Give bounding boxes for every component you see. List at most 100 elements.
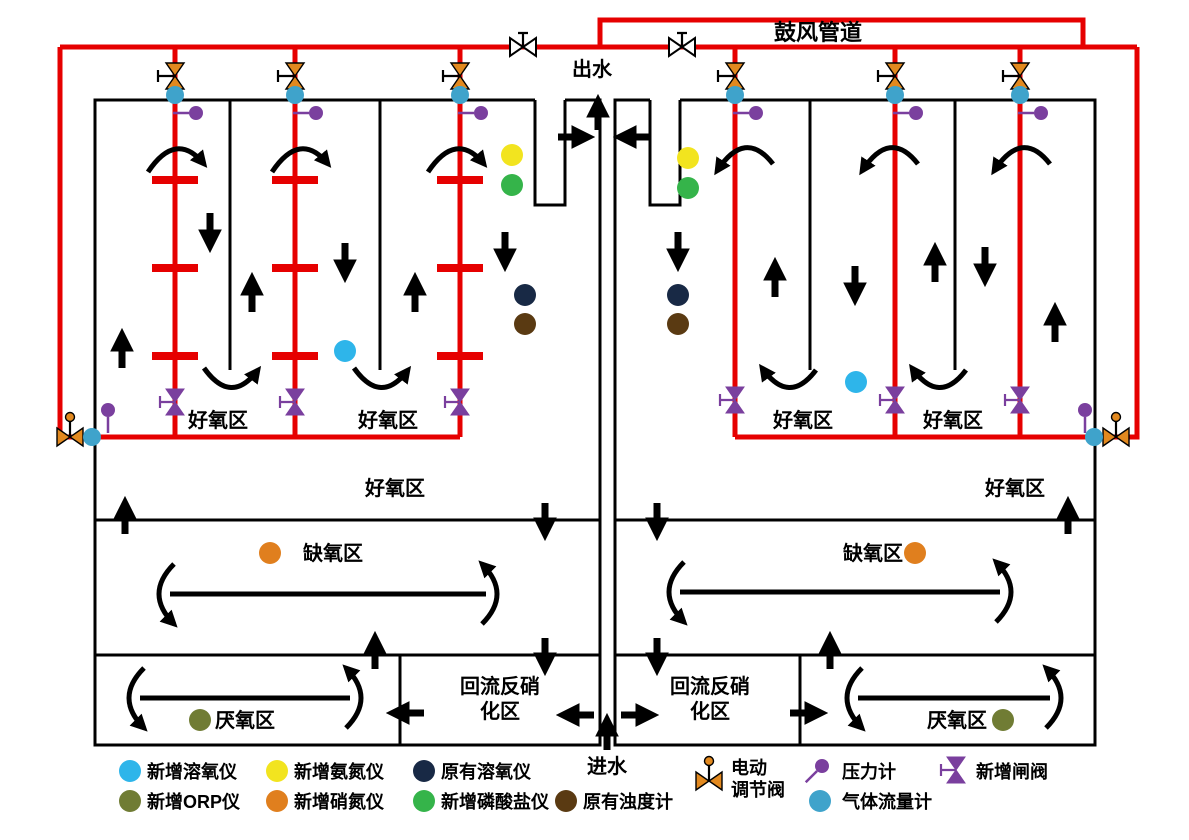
- legend-label-motor-valve-l2: 调节阀: [731, 779, 785, 800]
- sensor-nh3-new-icon: [266, 760, 288, 782]
- left-drop-pipes: [172, 47, 463, 437]
- pressure-gauge-icon: [1076, 401, 1094, 435]
- circulation-arrow: [909, 363, 968, 390]
- inlet-label: 进水: [587, 755, 628, 778]
- mixing-loop-arc: [992, 558, 1014, 624]
- sensor-po4-new-icon: [501, 174, 523, 196]
- circulation-arrow: [269, 146, 332, 174]
- sensor-do-new-icon: [845, 371, 867, 393]
- zone-label-aerobic-left-3: 好氧区: [364, 476, 425, 500]
- zone-label-anaerobic-left: 厌氧区: [215, 708, 275, 732]
- legend-label-nh3-new: 新增氨氮仪: [294, 761, 385, 782]
- sensor-turbidity-old-icon: [667, 313, 689, 335]
- motor-valve-icon: [1001, 61, 1031, 91]
- left-zone-lines: [95, 518, 600, 745]
- circulation-arrow: [859, 145, 920, 176]
- zone-label-aerobic-right-1: 好氧区: [772, 408, 833, 432]
- legend-label-pressure: 压力计: [842, 761, 896, 782]
- left-baffles: [228, 100, 382, 370]
- circulation-arrow: [991, 145, 1052, 176]
- gas-flowmeter-icon: [809, 790, 831, 812]
- diagram-labels: 鼓风管道 出水 进水 好氧区 好氧区 好氧区 好氧区 好氧区 好氧区 缺氧区 缺…: [147, 20, 1048, 812]
- motor-valve-icon: [716, 61, 746, 91]
- motor-valve-icon: [876, 61, 906, 91]
- gate-valve-icon: [878, 385, 906, 415]
- zone-label-reflux-right-l1: 回流反硝: [670, 674, 750, 698]
- gas-flowmeter-icon: [83, 428, 101, 446]
- sensor-do-old-icon: [514, 284, 536, 306]
- sensor-no3-new-icon: [266, 790, 288, 812]
- mixing-loop-arc: [1042, 664, 1064, 730]
- circulation-arrow: [425, 146, 488, 174]
- outlet-label: 出水: [572, 58, 613, 81]
- gate-valve-icon: [443, 387, 471, 417]
- sensor-do-old-icon: [667, 284, 689, 306]
- sensor-no3-new-icon: [259, 542, 281, 564]
- gate-valve-icon: [158, 387, 186, 417]
- sensor-orp-new-icon: [992, 709, 1014, 731]
- legend-label-orp-new: 新增ORP仪: [147, 791, 241, 812]
- sensor-nh3-new-icon: [501, 144, 523, 166]
- zone-label-aerobic-right-2: 好氧区: [922, 408, 983, 432]
- blower-pipe-label: 鼓风管道: [774, 20, 862, 45]
- sensor-do-new-icon: [119, 760, 141, 782]
- mixing-loop-arc: [666, 560, 688, 626]
- gas-flowmeter-icon: [286, 86, 304, 104]
- gas-flowmeter-icon: [166, 86, 184, 104]
- gate-valve-icon: [1003, 385, 1031, 415]
- sensor-do-old-icon: [413, 760, 435, 782]
- mixing-loop-arc: [156, 562, 178, 628]
- mixing-loop-arc: [126, 666, 148, 732]
- motor-valve-icon: [694, 755, 724, 792]
- gate-valve-icon: [939, 755, 967, 785]
- right-zone-lines: [615, 518, 1095, 745]
- motor-valve-icon: [156, 61, 186, 91]
- zone-label-aerobic-right-3: 好氧区: [984, 476, 1045, 500]
- sensor-po4-new-icon: [677, 177, 699, 199]
- sensor-orp-new-icon: [189, 709, 211, 731]
- zone-label-aerobic-left-2: 好氧区: [357, 408, 418, 432]
- circulation-arrow: [714, 145, 775, 176]
- sensor-no3-new-icon: [904, 542, 926, 564]
- diagram-glyphs: [55, 31, 1131, 812]
- gas-flowmeter-icon: [451, 86, 469, 104]
- blower-header-pipe: [597, 17, 1086, 47]
- sensor-turbidity-old-icon: [514, 313, 536, 335]
- legend-label-do-new: 新增溶氧仪: [147, 761, 238, 782]
- legend-label-no3-new: 新增硝氮仪: [294, 791, 385, 812]
- legend-label-motor-valve-l1: 电动: [731, 757, 767, 778]
- legend-label-do-old: 原有溶氧仪: [441, 761, 532, 782]
- sensor-do-new-icon: [334, 340, 356, 362]
- left-tank-outline: [93, 98, 602, 747]
- sensor-po4-new-icon: [413, 790, 435, 812]
- gas-flowmeter-icon: [1011, 86, 1029, 104]
- gas-flowmeter-icon: [886, 86, 904, 104]
- diffuser-bars: [152, 176, 483, 360]
- pressure-gauge-icon: [799, 754, 834, 789]
- circulation-arrow: [759, 363, 818, 390]
- gate-valve-icon: [718, 385, 746, 415]
- sensor-orp-new-icon: [119, 790, 141, 812]
- legend-label-po4-new: 新增磷酸盐仪: [441, 791, 550, 812]
- mixing-loop-arc: [478, 560, 500, 626]
- gas-flowmeter-icon: [1085, 428, 1103, 446]
- mixing-loop-arc: [342, 664, 364, 730]
- motor-valve-icon: [276, 61, 306, 91]
- gas-flowmeter-icon: [726, 86, 744, 104]
- tank-walls: [93, 98, 1097, 747]
- zone-label-reflux-left-l2: 化区: [480, 699, 520, 723]
- circulation-arrow: [351, 365, 412, 390]
- gate-valve-icon: [278, 387, 306, 417]
- circulation-arrow: [201, 365, 262, 390]
- legend-label-gate-valve: 新增闸阀: [976, 761, 1048, 782]
- zone-label-aerobic-left-1: 好氧区: [187, 408, 248, 432]
- mixing-loop-arc: [844, 666, 866, 732]
- zone-label-anoxic-right: 缺氧区: [843, 541, 903, 565]
- legend-label-turbidity-old: 原有浊度计: [583, 791, 673, 812]
- right-outlet-channel: [648, 100, 682, 207]
- header-valve-icon: [508, 31, 538, 58]
- right-drop-pipes: [732, 47, 1023, 437]
- right-riser-and-manifold: [735, 47, 1140, 440]
